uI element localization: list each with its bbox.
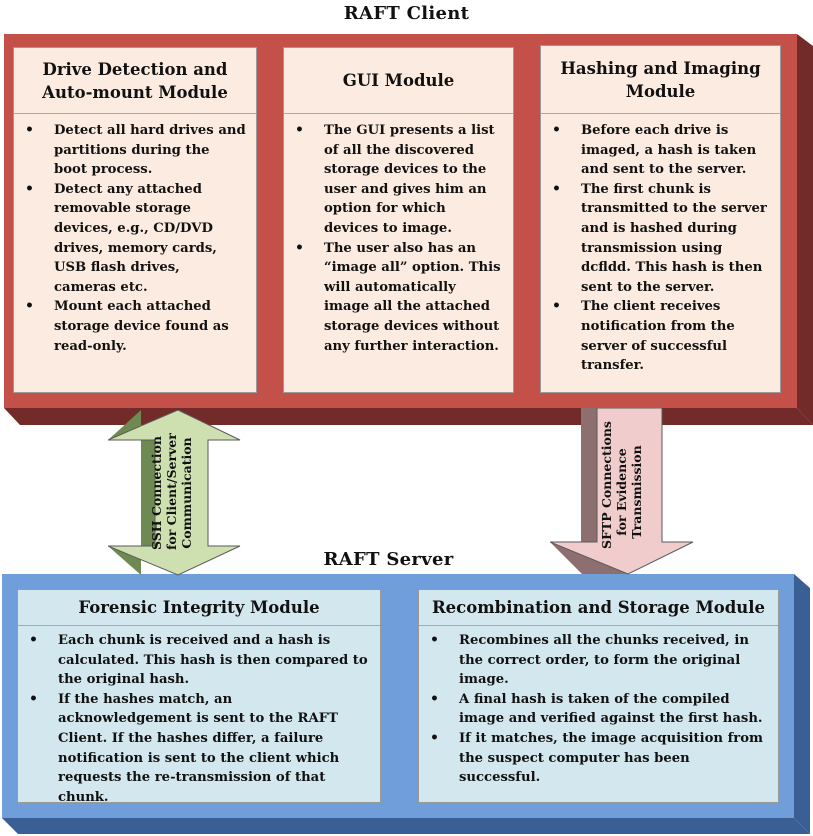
list-item: The first chunk is transmitted to the se… [552, 180, 770, 298]
ssh-double-arrow-icon [108, 410, 241, 576]
module-title: Forensic Integrity Module [18, 590, 380, 626]
list-item: The client receives notification from th… [552, 297, 770, 375]
list-item: Before each drive is imaged, a hash is t… [552, 121, 770, 180]
ssh-connection-label: SSH Connection for Client/Server Communi… [149, 433, 194, 550]
list-item: Detect any attached removable storage de… [25, 180, 246, 298]
list-item: A final hash is taken of the compiled im… [430, 690, 768, 729]
client-section-title: RAFT Client [343, 3, 470, 24]
list-item: Recombines all the chunks received, in t… [430, 631, 768, 690]
list-item: Detect all hard drives and partitions du… [25, 121, 246, 180]
sftp-connection-label: SFTP Connections for Evidence Transmissi… [599, 421, 644, 549]
gui-module: GUI Module The GUI presents a list of al… [283, 47, 514, 393]
list-item: The GUI presents a list of all the disco… [295, 121, 503, 239]
bullet-list: Before each drive is imaged, a hash is t… [541, 121, 780, 376]
bullet-list: Detect all hard drives and partitions du… [14, 121, 256, 356]
list-item: If the hashes match, an acknowledgement … [29, 690, 370, 808]
module-title: Recombination and Storage Module [419, 590, 778, 626]
forensic-integrity-module: Forensic Integrity Module Each chunk is … [17, 589, 381, 805]
bullet-list: Each chunk is received and a hash is cal… [18, 631, 380, 807]
list-item: Each chunk is received and a hash is cal… [29, 631, 370, 690]
bullet-list: The GUI presents a list of all the disco… [284, 121, 513, 356]
list-item: The user also has an “image all” option.… [295, 239, 503, 357]
server-section-title: RAFT Server [323, 549, 454, 570]
list-item: Mount each attached storage device found… [25, 297, 246, 356]
sftp-down-arrow-icon [550, 408, 694, 575]
recombination-storage-module: Recombination and Storage Module Recombi… [418, 589, 779, 803]
module-title: GUI Module [284, 48, 513, 114]
list-item: If it matches, the image acquisition fro… [430, 729, 768, 788]
bullet-list: Recombines all the chunks received, in t… [419, 631, 778, 788]
